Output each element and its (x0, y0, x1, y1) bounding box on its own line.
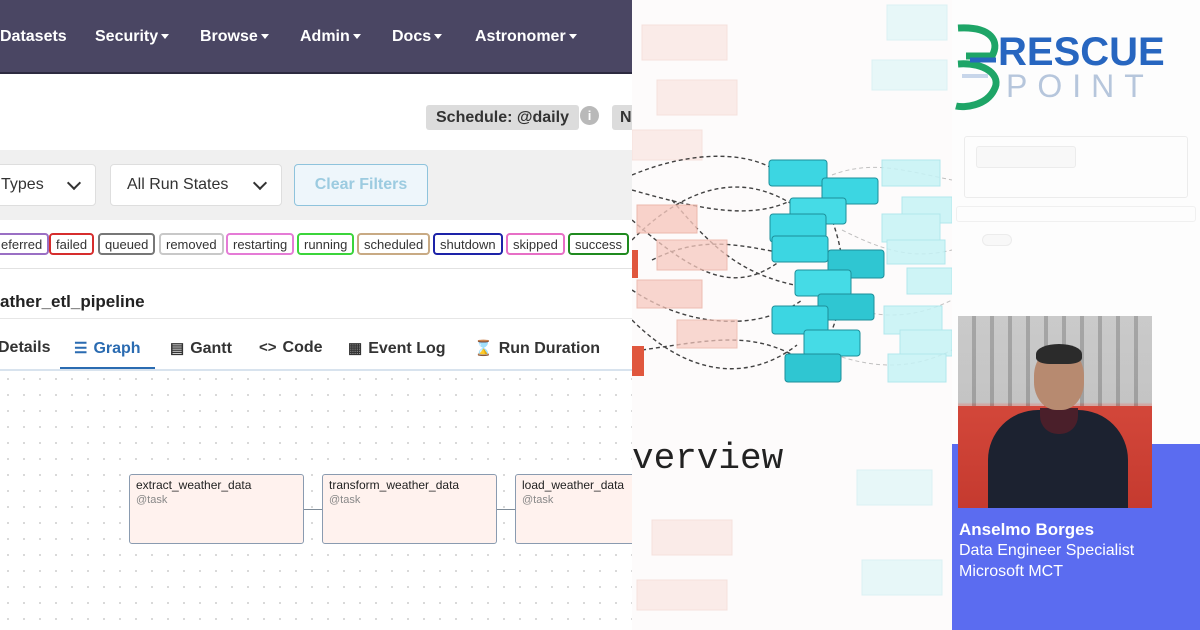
task-edge (497, 509, 515, 510)
active-tab-indicator (60, 367, 155, 370)
nav-security-label: Security (95, 28, 159, 45)
tab-event-log-label: Event Log (368, 340, 446, 357)
divider (0, 369, 632, 371)
state-skipped[interactable]: skipped (506, 233, 565, 255)
info-icon[interactable]: i (580, 106, 599, 125)
task-node-transform[interactable]: transform_weather_data @task (322, 474, 497, 544)
logo-word-point: POINT (1006, 68, 1154, 104)
caret-down-icon (260, 34, 269, 40)
faint-search-box (976, 146, 1076, 168)
airflow-ui-panel: Datasets Security Browse Admin Docs Astr… (0, 0, 632, 630)
hourglass-icon: ⌛ (474, 340, 493, 357)
run-state-select-value: All Run States (127, 176, 229, 193)
speaker-name: Anselmo Borges (959, 520, 1095, 539)
dag-title: ather_etl_pipeline (0, 292, 145, 311)
task-edge (304, 509, 322, 510)
tab-event-log[interactable]: ▦ Event Log (348, 339, 446, 358)
tab-details-label: Details (0, 339, 51, 356)
speaker-role: Data Engineer Specialist (959, 542, 1135, 559)
divider (0, 268, 632, 269)
task-name: transform_weather_data (329, 478, 460, 492)
state-running[interactable]: running (297, 233, 355, 255)
tab-run-duration[interactable]: ⌛ Run Duration (474, 339, 600, 358)
task-decorator: @task (522, 494, 554, 506)
slide-caption: verview (632, 438, 784, 479)
next-run-badge: N (612, 105, 632, 130)
nav-admin[interactable]: Admin (300, 28, 361, 46)
nav-docs[interactable]: Docs (392, 28, 443, 46)
tab-run-duration-label: Run Duration (498, 340, 601, 357)
nav-admin-label: Admin (300, 28, 350, 45)
nav-astronomer-label: Astronomer (475, 28, 566, 45)
gantt-icon: ▤ (170, 340, 185, 357)
speaker-photo (958, 316, 1152, 508)
photo-collar (1040, 408, 1078, 434)
task-node-extract[interactable]: extract_weather_data @task (129, 474, 304, 544)
dependency-graph-illustration (632, 4, 952, 611)
caret-down-icon (434, 34, 443, 40)
divider (0, 318, 632, 319)
nav-browse-label: Browse (200, 28, 258, 45)
caret-down-icon (161, 34, 170, 40)
logo-mark-icon (955, 24, 1000, 111)
state-failed[interactable]: failed (49, 233, 95, 255)
chevron-down-icon (66, 175, 82, 191)
state-deferred[interactable]: eferred (0, 233, 50, 255)
run-type-select[interactable]: Types (0, 164, 96, 206)
chevron-down-icon (252, 175, 268, 191)
faint-panel (964, 136, 1188, 198)
faint-toggle (982, 234, 1012, 246)
state-legend: eferred failed queued removed restarting… (0, 233, 632, 255)
rescue-point-logo: RESCUE POINT (952, 20, 1200, 111)
schedule-badge: Schedule: @daily (426, 105, 579, 130)
dag-graph-canvas[interactable] (0, 371, 632, 630)
diagram-overlay-panel: verview (632, 0, 952, 630)
tab-graph-label: Graph (93, 340, 141, 357)
nav-astronomer[interactable]: Astronomer (475, 28, 577, 46)
nav-docs-label: Docs (392, 28, 432, 45)
speaker-certification: Microsoft MCT (959, 563, 1063, 580)
run-state-select[interactable]: All Run States (110, 164, 282, 206)
state-success[interactable]: success (568, 233, 629, 255)
tab-gantt-label: Gantt (190, 340, 232, 357)
tab-code-label: Code (282, 339, 323, 356)
nav-browse[interactable]: Browse (200, 28, 269, 46)
task-node-load[interactable]: load_weather_data @task (515, 474, 632, 544)
nav-datasets[interactable]: Datasets (0, 28, 67, 46)
faint-legend (956, 206, 1196, 222)
tab-code[interactable]: <> Code (259, 339, 323, 357)
nav-datasets-label: Datasets (0, 28, 67, 45)
filter-bar: Types All Run States (0, 150, 632, 220)
tab-details[interactable]: Details (0, 339, 50, 357)
run-type-select-value: Types (1, 176, 44, 193)
task-name: load_weather_data (522, 478, 625, 492)
caret-down-icon (352, 34, 361, 40)
tab-gantt[interactable]: ▤ Gantt (170, 339, 232, 358)
top-navbar: Datasets Security Browse Admin Docs Astr… (0, 0, 632, 74)
code-icon: <> (259, 339, 277, 356)
speaker-panel: RESCUE POINT Anselmo Borges Data Enginee… (952, 0, 1200, 630)
state-queued[interactable]: queued (98, 233, 156, 255)
caret-down-icon (568, 34, 577, 40)
task-name: extract_weather_data (136, 478, 252, 492)
state-shutdown[interactable]: shutdown (433, 233, 503, 255)
state-restarting[interactable]: restarting (226, 233, 295, 255)
task-decorator: @task (329, 494, 361, 506)
tab-graph[interactable]: ☰ Graph (74, 339, 141, 358)
graph-icon: ☰ (74, 340, 88, 357)
clear-filters-button[interactable]: Clear Filters (294, 164, 428, 206)
nav-security[interactable]: Security (95, 28, 170, 46)
logo-word-rescue: RESCUE (998, 30, 1165, 74)
state-removed[interactable]: removed (159, 233, 224, 255)
event-log-icon: ▦ (348, 340, 363, 357)
photo-hair (1036, 344, 1082, 364)
state-scheduled[interactable]: scheduled (357, 233, 431, 255)
task-decorator: @task (136, 494, 168, 506)
